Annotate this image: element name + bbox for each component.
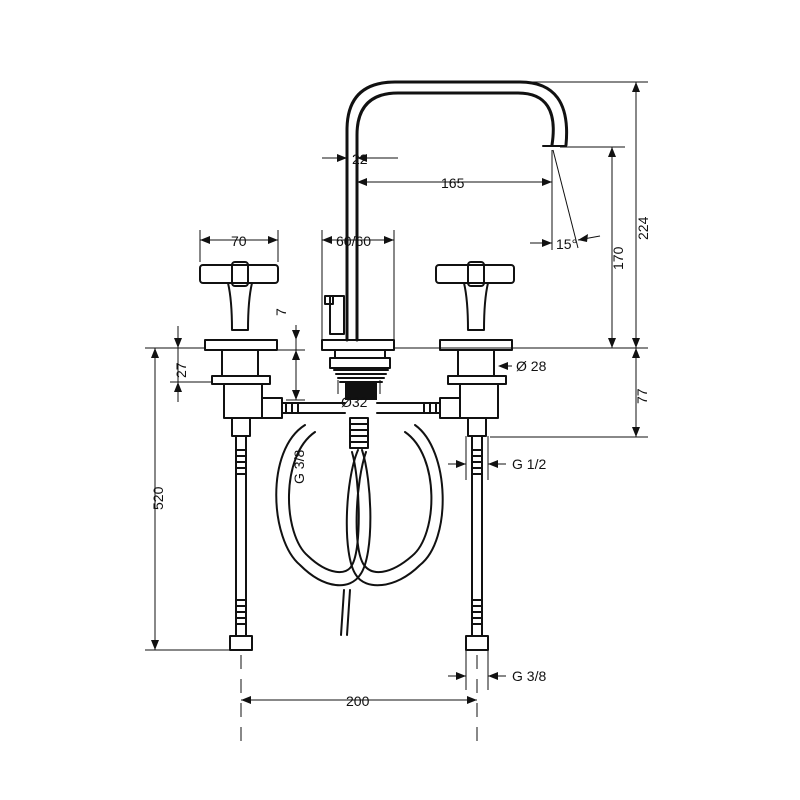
dim-handle-height: 7 [273,308,289,316]
dim-hose-thread: G 3/8 [291,450,307,484]
dim-total-height: 224 [635,216,651,240]
dim-valve-diameter: Ø 28 [516,358,547,374]
left-valve [199,261,279,651]
extension-lines [145,81,648,745]
spout [324,80,569,342]
dim-valve-thread: G 1/2 [512,456,546,472]
connector-pipes [261,397,461,449]
dim-spout-outlet-height: 170 [610,246,626,270]
spout-base [321,339,395,400]
dim-center-distance: 200 [346,693,370,709]
dim-spout-base: 60/60 [336,233,371,249]
dim-deck-thickness: 27 [173,362,189,378]
dim-spout-reach: 165 [441,175,465,191]
dimension-lines [151,82,640,704]
hose-loops [275,424,444,636]
dim-spout-tube: 22 [352,151,368,167]
dim-angle: 15° [556,236,577,252]
dim-handle-width: 70 [231,233,247,249]
right-valve [435,261,515,651]
dim-connection-thread: G 3/8 [512,668,546,684]
dim-spout-shank: Ø32 [341,394,368,410]
dim-under-deck: 77 [634,388,650,404]
dim-hose-length: 520 [150,486,166,510]
